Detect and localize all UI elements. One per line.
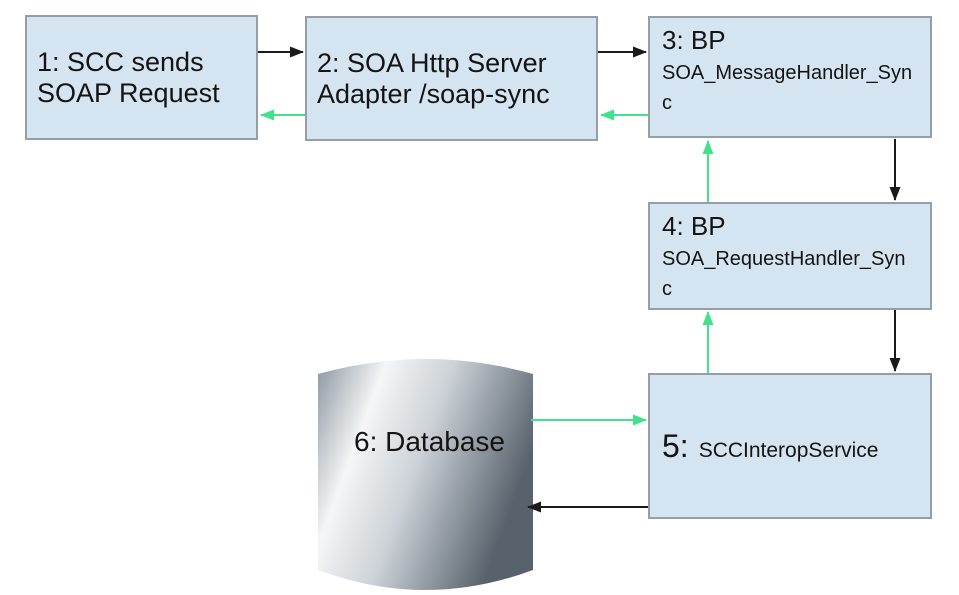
node-scc-sends-soap-request: 1: SCC sends SOAP Request bbox=[25, 15, 258, 140]
node4-subtitle-line2: c bbox=[662, 278, 672, 300]
node-scc-interop-service: 5: SCCInteropService bbox=[648, 373, 932, 519]
node1-label-line1: 1: SCC sends bbox=[37, 46, 204, 77]
node3-subtitle-line1: SOA_MessageHandler_Syn bbox=[662, 62, 913, 84]
node-bp-message-handler: 3: BP SOA_MessageHandler_Syn c bbox=[648, 16, 932, 138]
node4-title: 4: BP bbox=[662, 211, 726, 241]
node2-label-line1: 2: SOA Http Server bbox=[317, 47, 547, 78]
node2-label-line2: Adapter /soap-sync bbox=[317, 78, 550, 109]
node5-label: 5: SCCInteropService bbox=[662, 428, 878, 465]
database-cylinder-icon bbox=[318, 359, 533, 590]
database-label: 6: Database bbox=[354, 426, 505, 457]
node3-subtitle-line2: c bbox=[662, 92, 672, 114]
node3-title: 3: BP bbox=[662, 25, 726, 55]
node-soa-http-server-adapter: 2: SOA Http Server Adapter /soap-sync bbox=[305, 16, 598, 141]
node-bp-request-handler: 4: BP SOA_RequestHandler_Syn c bbox=[648, 202, 932, 310]
node4-subtitle-line1: SOA_RequestHandler_Syn bbox=[662, 248, 906, 270]
node5-number: 5: bbox=[662, 427, 689, 464]
node5-name: SCCInteropService bbox=[698, 438, 879, 462]
node1-label-line2: SOAP Request bbox=[37, 77, 220, 108]
